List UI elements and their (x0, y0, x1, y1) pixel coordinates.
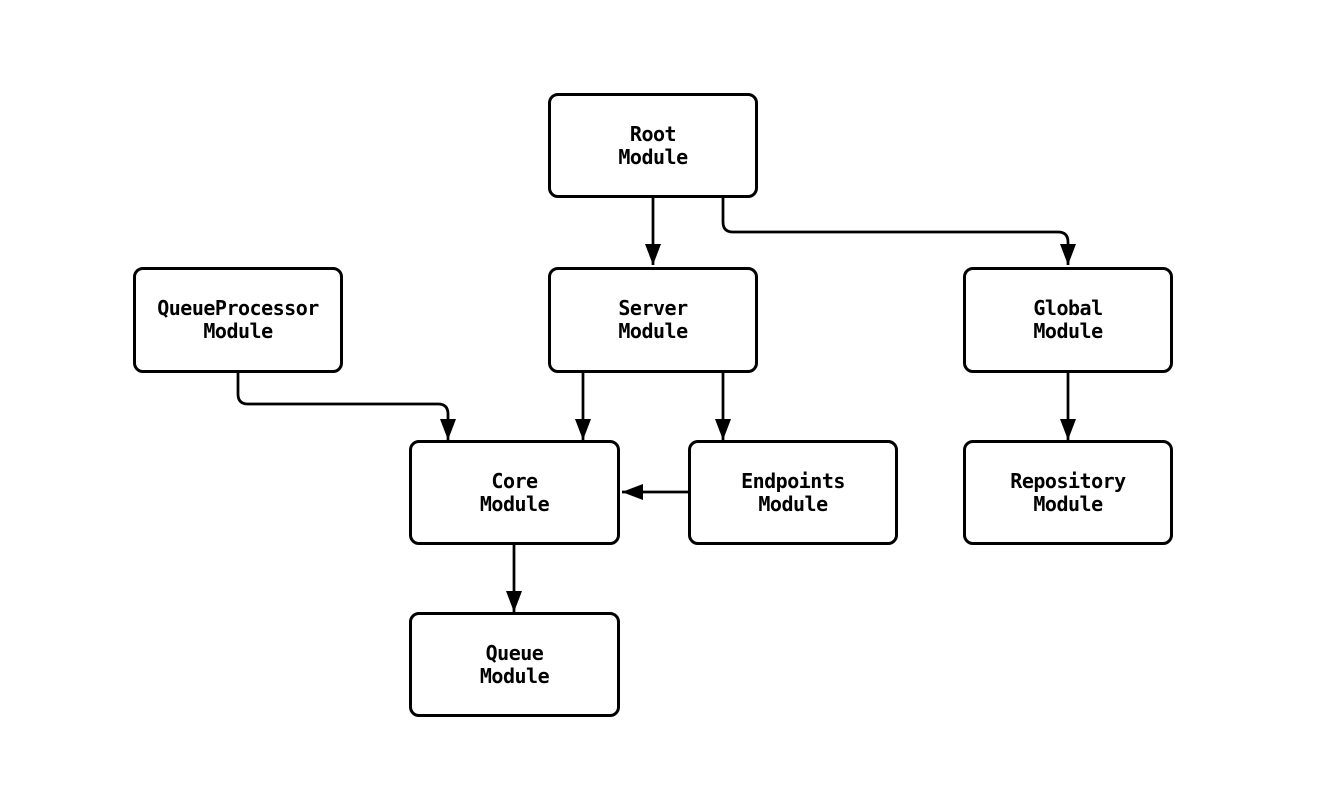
node-server-module-label: Server Module (618, 296, 688, 343)
node-repository-module-label: Repository Module (1010, 468, 1126, 516)
node-queueprocessor-module: QueueProcessor Module (133, 267, 343, 373)
node-core-module-label: Core Module (479, 468, 550, 516)
node-repository-module: Repository Module (963, 440, 1173, 545)
node-endpoints-module: Endpoints Module (688, 440, 898, 545)
node-queue-module-label: Queue Module (479, 640, 550, 688)
node-root-module-label: Root Module (618, 121, 688, 169)
node-server-module: Server Module (548, 267, 758, 373)
edge-queueprocessor-to-core (236, 373, 456, 440)
node-root-module: Root Module (548, 93, 758, 198)
node-global-module: Global Module (963, 267, 1173, 373)
node-queueprocessor-module-label: QueueProcessor Module (157, 296, 319, 343)
node-global-module-label: Global Module (1033, 296, 1103, 343)
node-queue-module: Queue Module (409, 612, 620, 717)
node-endpoints-module-label: Endpoints Module (741, 468, 845, 516)
node-core-module: Core Module (409, 440, 620, 545)
edge-root-to-global (721, 198, 1076, 265)
